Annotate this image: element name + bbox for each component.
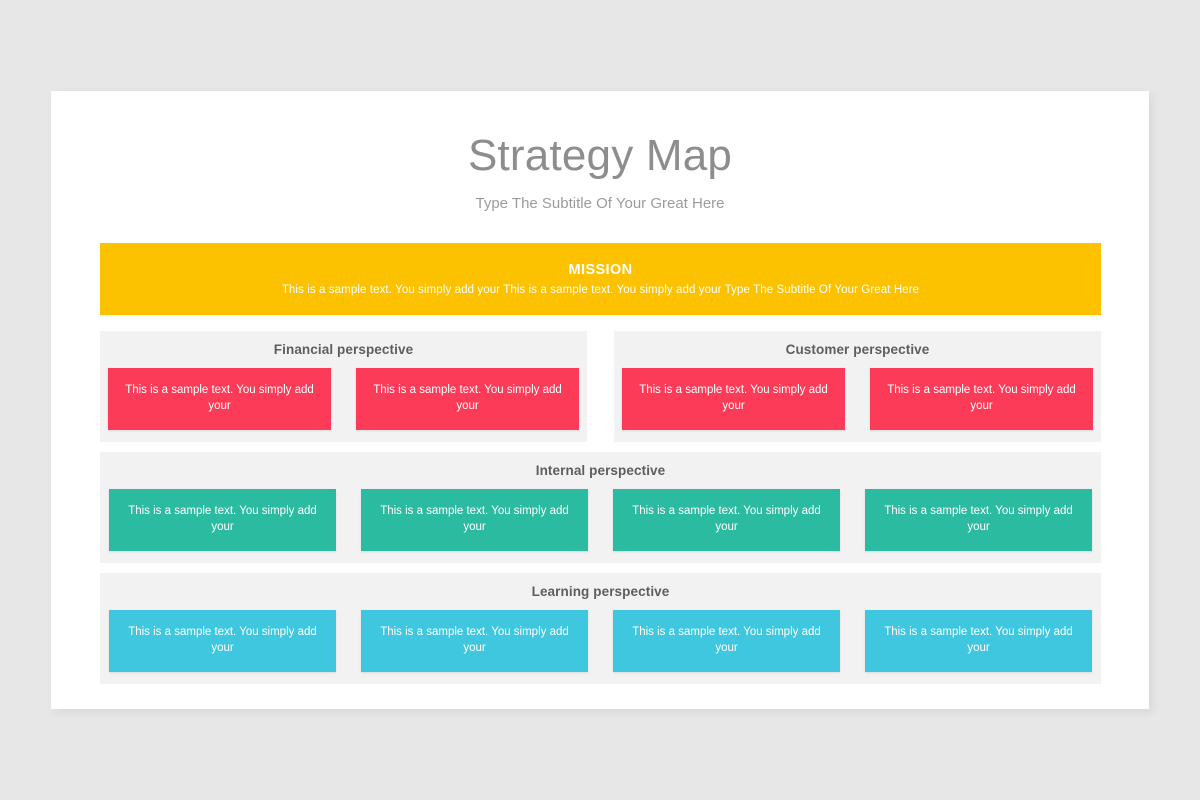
card-learning-4[interactable]: This is a sample text. You simply add yo… bbox=[865, 610, 1092, 672]
card-learning-1[interactable]: This is a sample text. You simply add yo… bbox=[109, 610, 336, 672]
card-customer-2[interactable]: This is a sample text. You simply add yo… bbox=[870, 368, 1093, 430]
card-financial-1[interactable]: This is a sample text. You simply add yo… bbox=[108, 368, 331, 430]
card-internal-4[interactable]: This is a sample text. You simply add yo… bbox=[865, 489, 1092, 551]
page-subtitle: Type The Subtitle Of Your Great Here bbox=[475, 195, 725, 213]
mission-label: MISSION bbox=[568, 262, 633, 278]
card-group-customer: This is a sample text. You simply add yo… bbox=[614, 368, 1101, 430]
panel-title-customer: Customer perspective bbox=[785, 342, 930, 357]
card-group-financial: This is a sample text. You simply add yo… bbox=[100, 368, 587, 430]
card-learning-3[interactable]: This is a sample text. You simply add yo… bbox=[613, 610, 840, 672]
card-learning-2[interactable]: This is a sample text. You simply add yo… bbox=[361, 610, 588, 672]
page-title: Strategy Map bbox=[467, 131, 733, 180]
card-internal-3[interactable]: This is a sample text. You simply add yo… bbox=[613, 489, 840, 551]
panel-financial-perspective[interactable]: Financial perspective This is a sample t… bbox=[100, 331, 587, 442]
panel-title-learning: Learning perspective bbox=[531, 584, 670, 599]
slide-header: Strategy Map Type The Subtitle Of Your G… bbox=[51, 91, 1149, 212]
card-internal-2[interactable]: This is a sample text. You simply add yo… bbox=[361, 489, 588, 551]
panel-learning-perspective[interactable]: Learning perspective This is a sample te… bbox=[100, 573, 1101, 684]
perspective-row-internal: Internal perspective This is a sample te… bbox=[100, 452, 1101, 563]
panel-internal-perspective[interactable]: Internal perspective This is a sample te… bbox=[100, 452, 1101, 563]
card-internal-1[interactable]: This is a sample text. You simply add yo… bbox=[109, 489, 336, 551]
panel-title-internal: Internal perspective bbox=[535, 463, 666, 478]
card-group-internal: This is a sample text. You simply add yo… bbox=[100, 489, 1101, 551]
panel-title-financial: Financial perspective bbox=[273, 342, 414, 357]
mission-text: This is a sample text. You simply add yo… bbox=[281, 284, 920, 296]
card-financial-2[interactable]: This is a sample text. You simply add yo… bbox=[356, 368, 579, 430]
slide-canvas: Strategy Map Type The Subtitle Of Your G… bbox=[51, 91, 1149, 709]
panel-customer-perspective[interactable]: Customer perspective This is a sample te… bbox=[614, 331, 1101, 442]
perspective-row-learning: Learning perspective This is a sample te… bbox=[100, 573, 1101, 684]
perspective-row-top: Financial perspective This is a sample t… bbox=[100, 331, 1101, 442]
mission-banner[interactable]: MISSION This is a sample text. You simpl… bbox=[100, 243, 1101, 315]
card-group-learning: This is a sample text. You simply add yo… bbox=[100, 610, 1101, 672]
card-customer-1[interactable]: This is a sample text. You simply add yo… bbox=[622, 368, 845, 430]
